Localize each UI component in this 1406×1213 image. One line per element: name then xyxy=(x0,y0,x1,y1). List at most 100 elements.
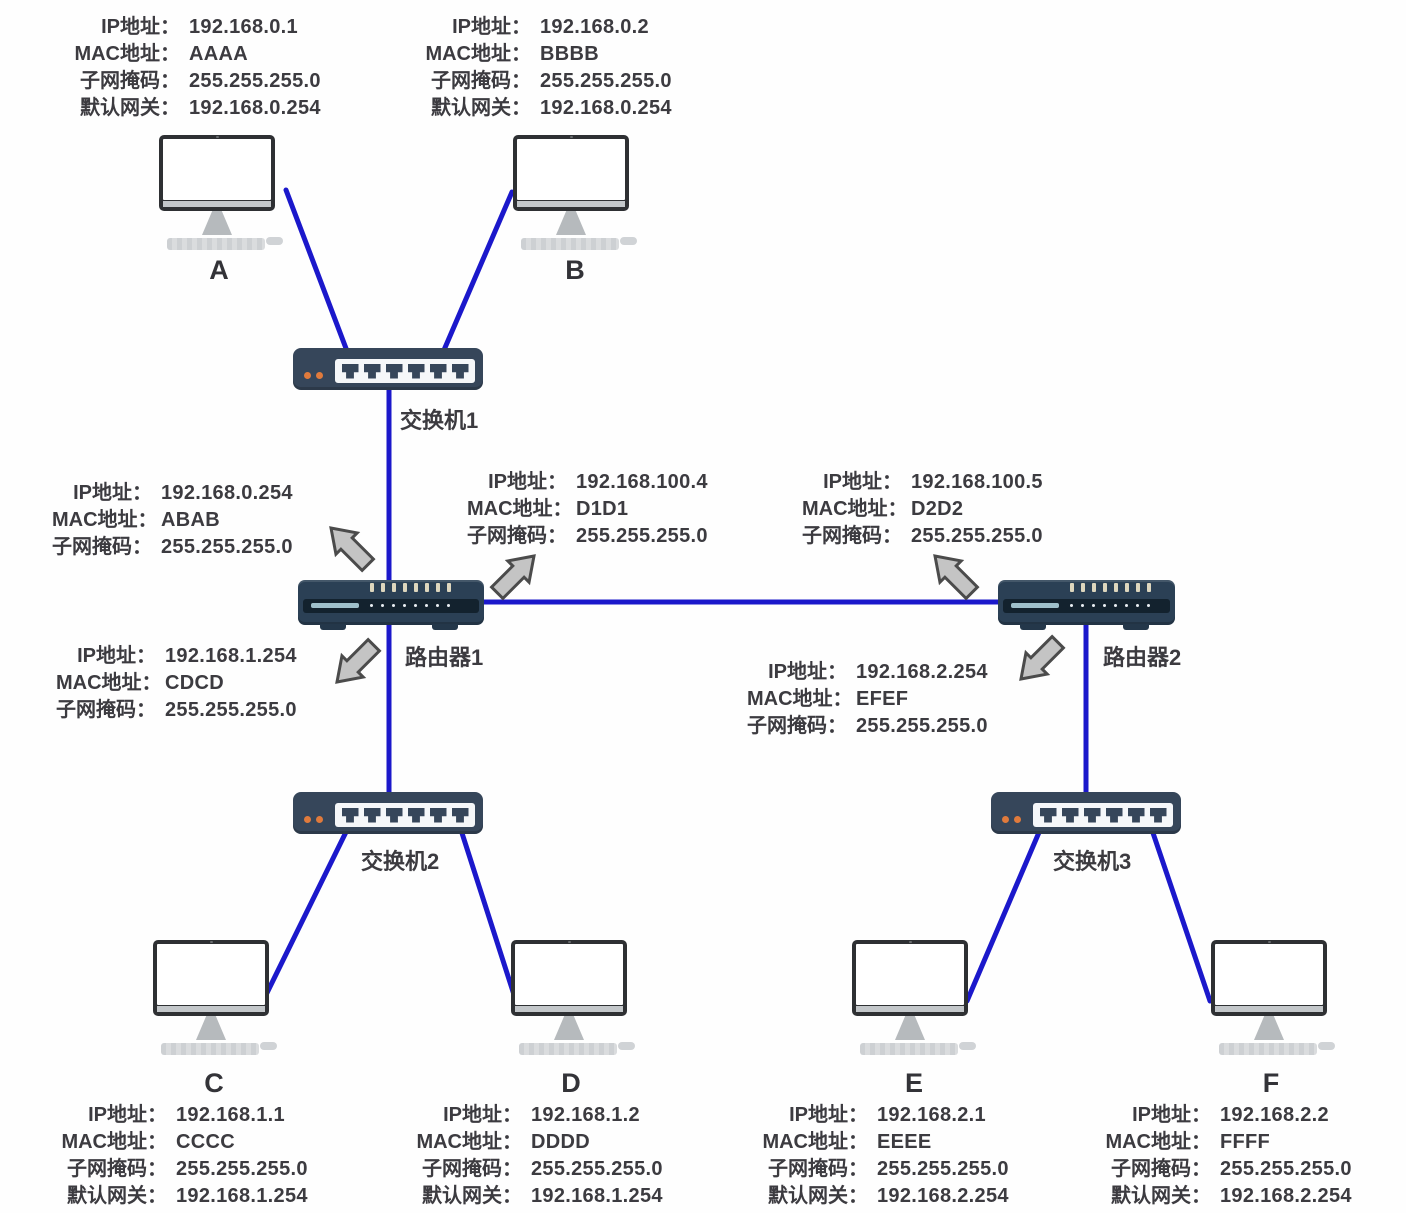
ip-value: 192.168.2.1 xyxy=(877,1104,986,1126)
mac-value: BBBB xyxy=(540,43,599,65)
mac-label: MAC地址： xyxy=(74,43,180,65)
gateway-value: 192.168.2.254 xyxy=(1220,1185,1352,1207)
desktop-computer-icon-f xyxy=(1209,940,1335,1062)
network-switch-icon-1 xyxy=(293,348,483,390)
router1-lan0-info: IP地址： 192.168.0.254 MAC地址：ABAB 子网掩码： 255.2… xyxy=(52,480,293,561)
mask-value: 255.255.255.0 xyxy=(856,715,988,737)
mac-label: MAC地址： xyxy=(52,509,158,531)
mask-value: 255.255.255.0 xyxy=(161,536,293,558)
network-switch-icon-3 xyxy=(991,792,1181,834)
mask-value: 255.255.255.0 xyxy=(165,699,297,721)
mask-label: 子网掩码： xyxy=(467,525,567,547)
pc-c-letter: C xyxy=(204,1068,224,1098)
mac-value: EEEE xyxy=(877,1131,932,1153)
mask-label: 子网掩码： xyxy=(768,1158,868,1180)
ip-value: 192.168.0.2 xyxy=(540,16,649,38)
pc-f-info: IP地址：192.168.2.2 MAC地址：FFFF 子网掩码：255.255… xyxy=(1099,1102,1352,1210)
ip-label: IP地址： xyxy=(443,1104,522,1126)
desktop-computer-icon-a xyxy=(157,135,283,257)
block-arrow-icon-router1-lan1 xyxy=(335,637,382,684)
mask-value: 255.255.255.0 xyxy=(1220,1158,1352,1180)
pc-a-letter: A xyxy=(209,255,229,285)
port-icon xyxy=(341,363,359,379)
ip-value: 192.168.100.5 xyxy=(911,471,1043,493)
ip-label: IP地址： xyxy=(823,471,902,493)
gateway-label: 默认网关： xyxy=(422,1185,522,1207)
router2-lan2-info: IP地址：192.168.2.254 MAC地址：EFEF 子网掩码：255.2… xyxy=(747,659,988,740)
mask-label: 子网掩码： xyxy=(422,1158,522,1180)
mac-label: MAC地址： xyxy=(467,498,573,520)
ip-label: IP地址： xyxy=(768,661,847,683)
gateway-label: 默认网关： xyxy=(768,1185,868,1207)
pc-b-letter: B xyxy=(565,255,585,285)
pc-d-info: IP地址：192.168.1.2 MAC地址：DDDD 子网掩码：255.255… xyxy=(410,1102,663,1210)
desktop-computer-icon-e xyxy=(850,940,976,1062)
ip-label: IP地址： xyxy=(488,471,567,493)
switch2-label: 交换机2 xyxy=(361,849,440,874)
link-pc-b-switch1 xyxy=(441,189,515,353)
switch1-label: 交换机1 xyxy=(400,408,479,433)
ip-value: 192.168.1.254 xyxy=(165,645,297,667)
router2-label: 路由器2 xyxy=(1103,645,1182,670)
mac-value: CCCC xyxy=(176,1131,235,1153)
router-icon-1 xyxy=(298,580,484,630)
mask-label: 子网掩码： xyxy=(80,70,180,92)
link-switch2-pc-d xyxy=(458,827,519,1004)
mask-label: 子网掩码： xyxy=(431,70,531,92)
mac-label: MAC地址： xyxy=(802,498,908,520)
desktop-computer-icon-d xyxy=(509,940,635,1062)
mac-value: EFEF xyxy=(856,688,909,710)
desktop-computer-icon-c xyxy=(151,940,277,1062)
router2-wan-info: IP地址：192.168.100.5 MAC地址：D2D2 子网掩码：255.2… xyxy=(802,469,1043,550)
ip-value: 192.168.2.2 xyxy=(1220,1104,1329,1126)
mask-label: 子网掩码： xyxy=(802,525,902,547)
pc-f-letter: F xyxy=(1262,1068,1280,1098)
pc-b-info: IP地址：192.168.0.2 MAC地址：BBBB 子网掩码：255.255… xyxy=(419,14,672,122)
mask-label: 子网掩码： xyxy=(1111,1158,1211,1180)
mac-label: MAC地址： xyxy=(1105,1131,1211,1153)
mac-label: MAC地址： xyxy=(56,672,162,694)
ip-value: 192.168.1.2 xyxy=(531,1104,640,1126)
ip-label: IP地址： xyxy=(789,1104,868,1126)
mask-label: 子网掩码： xyxy=(52,536,152,558)
ip-value: 192.168.100.4 xyxy=(576,471,708,493)
mac-value: AAAA xyxy=(189,43,248,65)
mask-value: 255.255.255.0 xyxy=(189,70,321,92)
router1-wan-info: IP地址： 192.168.100.4 MAC地址：D1D1 子网掩码： 255.2… xyxy=(467,469,708,550)
gateway-label: 默认网关： xyxy=(67,1185,167,1207)
keyboard xyxy=(167,238,265,250)
mac-value: D1D1 xyxy=(576,498,629,520)
pc-e-info: IP地址： 192.168.2.1 MAC地址： EEEE 子网掩码： 255.255… xyxy=(756,1102,1009,1210)
mouse xyxy=(266,237,283,245)
mask-label: 子网掩码： xyxy=(67,1158,167,1180)
ip-label: IP地址： xyxy=(73,482,152,504)
ip-value: 192.168.2.254 xyxy=(856,661,988,683)
ip-label: IP地址： xyxy=(88,1104,167,1126)
ip-value: 192.168.1.1 xyxy=(176,1104,285,1126)
link-switch3-pc-f xyxy=(1149,827,1213,1004)
block-arrow-icon-router1-wan xyxy=(489,554,536,601)
gateway-label: 默认网关： xyxy=(431,97,531,119)
mask-value: 255.255.255.0 xyxy=(576,525,708,547)
pc-d-letter: D xyxy=(561,1068,581,1098)
mac-label: MAC地址： xyxy=(762,1131,868,1153)
gateway-value: 192.168.1.254 xyxy=(176,1185,308,1207)
gateway-value: 192.168.1.254 xyxy=(531,1185,663,1207)
ip-value: 192.168.0.254 xyxy=(161,482,293,504)
gateway-value: 192.168.2.254 xyxy=(877,1185,1009,1207)
router-icon-2 xyxy=(998,580,1175,630)
mac-value: D2D2 xyxy=(911,498,964,520)
mac-value: FFFF xyxy=(1220,1131,1271,1153)
mask-value: 255.255.255.0 xyxy=(540,70,672,92)
link-switch2-pc-c xyxy=(260,827,350,1004)
switch-led-icons xyxy=(304,372,323,379)
mac-value: ABAB xyxy=(161,509,220,531)
ip-label: IP地址： xyxy=(452,16,531,38)
gateway-label: 默认网关： xyxy=(80,97,180,119)
mac-value: DDDD xyxy=(531,1131,590,1153)
block-arrow-icon-router2-wan xyxy=(933,554,980,601)
mac-label: MAC地址： xyxy=(61,1131,167,1153)
router1-label: 路由器1 xyxy=(405,645,484,670)
mask-value: 255.255.255.0 xyxy=(877,1158,1009,1180)
